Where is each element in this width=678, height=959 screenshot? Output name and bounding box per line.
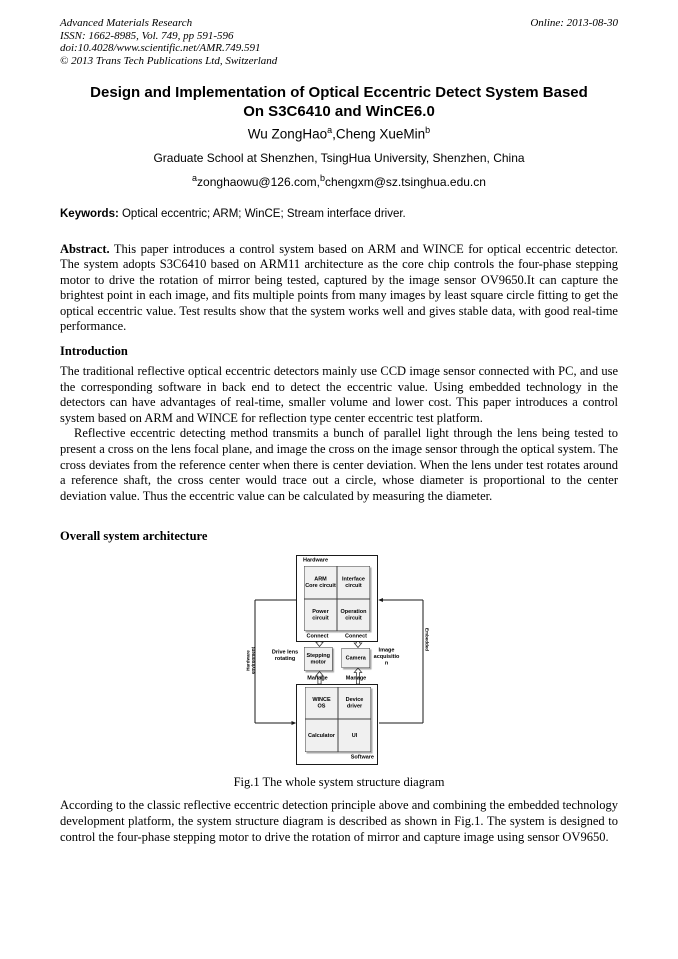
stepping-motor-box: Stepping motor bbox=[304, 647, 333, 672]
figure-1-system-diagram: Hardware ARM Core circuit Interface circ… bbox=[230, 553, 460, 770]
author-1: Wu ZongHao bbox=[247, 126, 328, 142]
image-acquisition-label: Image acquisitio n bbox=[373, 647, 400, 667]
architecture-heading: Overall system architecture bbox=[60, 529, 208, 544]
arrowhead-into-software bbox=[291, 721, 297, 726]
software-group-label: Software bbox=[350, 754, 374, 761]
after-figure-paragraph: According to the classic reflective ecce… bbox=[60, 798, 618, 844]
introduction-paragraph-2: Reflective eccentric detecting method tr… bbox=[60, 426, 618, 503]
email-1: zonghaowu@126.com, bbox=[197, 174, 320, 189]
introduction-paragraph-1: The traditional reflective optical eccen… bbox=[60, 364, 618, 425]
journal-header: Advanced Materials Research ISSN: 1662-8… bbox=[60, 17, 618, 67]
introduction-heading: Introduction bbox=[60, 344, 128, 359]
issn-line: ISSN: 1662-8985, Vol. 749, pp 591-596 bbox=[60, 29, 234, 42]
keywords-label: Keywords: bbox=[60, 207, 119, 220]
manage-arrow-right bbox=[353, 667, 363, 685]
figure-1-canvas: Hardware ARM Core circuit Interface circ… bbox=[230, 553, 460, 770]
author-2: ,Cheng XueMin bbox=[332, 126, 426, 142]
hardware-environment-label: Hardware environment bbox=[245, 647, 256, 675]
ui-box: UI bbox=[338, 719, 371, 753]
figure-1-caption: Fig.1 The whole system structure diagram bbox=[233, 775, 445, 790]
paper-title-line2: On S3C6410 and WinCE6.0 bbox=[243, 103, 435, 120]
copyright-line: © 2013 Trans Tech Publications Ltd, Swit… bbox=[60, 54, 278, 67]
calculator-box: Calculator bbox=[305, 719, 338, 753]
keywords-line: Keywords: Optical eccentric; ARM; WinCE;… bbox=[60, 208, 618, 220]
power-circuit-box: Power circuit bbox=[304, 599, 337, 632]
keywords-text: Optical eccentric; ARM; WinCE; Stream in… bbox=[118, 207, 406, 220]
journal-name: Advanced Materials Research bbox=[60, 17, 193, 29]
wince-os-box: WINCE OS bbox=[305, 687, 338, 720]
connect-label-right: Connect bbox=[345, 633, 367, 640]
online-date: Online: 2013-08-30 bbox=[530, 17, 618, 29]
abstract-label: Abstract. bbox=[60, 241, 110, 256]
drive-lens-label: Drive lens rotating bbox=[271, 649, 299, 662]
email-2-sup: b bbox=[319, 172, 325, 183]
hardware-group-label: Hardware bbox=[303, 557, 329, 564]
paper-title: Design and Implementation of Optical Ecc… bbox=[60, 83, 618, 121]
embedded-label: Embedded bbox=[424, 628, 430, 652]
email-2: chengxm@sz.tsinghua.edu.cn bbox=[325, 174, 486, 189]
manage-label-right: Manage bbox=[345, 675, 367, 682]
paper-title-line1: Design and Implementation of Optical Ecc… bbox=[90, 84, 588, 101]
author-2-sup: b bbox=[425, 125, 431, 135]
arrowhead-into-hardware bbox=[378, 598, 383, 603]
arm-core-circuit-box: ARM Core circuit bbox=[304, 566, 337, 600]
manage-label-left: Manage bbox=[307, 675, 328, 682]
connect-label-left: Connect bbox=[306, 633, 329, 640]
emails-line: azonghaowu@126.com,bchengxm@sz.tsinghua.… bbox=[60, 173, 618, 189]
manage-arrow-left bbox=[314, 671, 325, 685]
journal-header-left: Advanced Materials Research ISSN: 1662-8… bbox=[60, 17, 277, 67]
doi-line: doi:10.4028/www.scientific.net/AMR.749.5… bbox=[60, 42, 261, 54]
device-driver-box: Device driver bbox=[338, 687, 371, 720]
abstract-paragraph: Abstract. This paper introduces a contro… bbox=[60, 242, 618, 336]
operation-circuit-box: Operation circuit bbox=[337, 599, 370, 632]
camera-box: Camera bbox=[341, 648, 370, 669]
abstract-text: This paper introduces a control system b… bbox=[60, 241, 618, 334]
interface-circuit-box: Interface circuit bbox=[337, 566, 370, 600]
affiliation-line: Graduate School at Shenzhen, TsingHua Un… bbox=[153, 150, 525, 165]
author-1-sup: a bbox=[327, 125, 333, 135]
email-1-sup: a bbox=[192, 172, 198, 183]
authors-line: Wu ZongHaoa,Cheng XueMinb bbox=[60, 125, 618, 142]
